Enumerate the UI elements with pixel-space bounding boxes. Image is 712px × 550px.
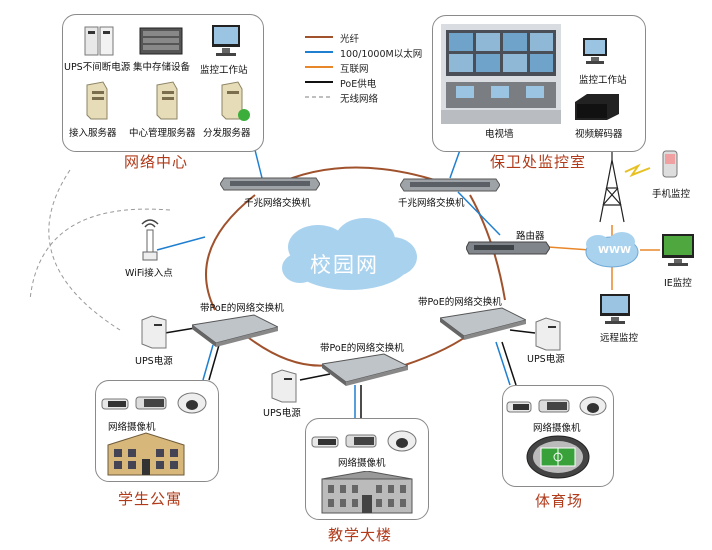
distribution-server-icon bbox=[218, 81, 252, 127]
storage-icon bbox=[139, 27, 183, 59]
stadium-title: 体育场 bbox=[535, 492, 584, 510]
legend-fiber: 光纤 bbox=[340, 34, 360, 45]
teaching-panel: 网络摄像机 bbox=[305, 418, 429, 520]
teaching-cameras-icon bbox=[310, 427, 422, 459]
dorm-camera-label: 网络摄像机 bbox=[108, 422, 156, 433]
www-cloud bbox=[585, 232, 639, 268]
poe-ups-bottom bbox=[299, 373, 331, 381]
poe-switch-bottom-label: 带PoE的网络交换机 bbox=[320, 343, 404, 354]
legend-poe: PoE供电 bbox=[340, 79, 377, 90]
security-workstation-label: 监控工作站 bbox=[579, 75, 627, 86]
video-wall-label: 电视墙 bbox=[485, 129, 514, 140]
teaching-camera-label: 网络摄像机 bbox=[338, 458, 386, 469]
eth-netcenter bbox=[254, 149, 263, 179]
ups-bottom-icon bbox=[270, 368, 298, 408]
gigabit-switch-right-icon bbox=[399, 177, 501, 197]
ups-right-label: UPS电源 bbox=[527, 354, 565, 365]
ups-left-label: UPS电源 bbox=[135, 356, 173, 367]
fiber-bottom-left bbox=[244, 334, 331, 367]
poe-switch-left-icon bbox=[190, 313, 280, 351]
signal-bolt bbox=[624, 163, 651, 178]
poe-ups-right bbox=[509, 329, 536, 334]
dorm-panel: 网络摄像机 bbox=[95, 380, 219, 482]
poe-dorm bbox=[208, 344, 220, 381]
distribution-server-label: 分发服务器 bbox=[203, 128, 251, 139]
router-icon bbox=[465, 240, 551, 260]
mobile-phone-icon bbox=[662, 150, 678, 182]
wireless-arc-inner bbox=[29, 208, 171, 301]
ups-icon bbox=[83, 25, 114, 56]
eth-stadium bbox=[495, 341, 511, 386]
router-label: 路由器 bbox=[516, 231, 545, 242]
poe-switch-right-label: 带PoE的网络交换机 bbox=[418, 297, 502, 308]
dorm-building-icon bbox=[106, 431, 186, 481]
dorm-cameras-icon bbox=[100, 389, 212, 421]
gigabit-switch-left-icon bbox=[219, 176, 321, 196]
security-workstation-icon bbox=[581, 36, 609, 70]
campus-network-title: 校园网 bbox=[310, 253, 379, 277]
teaching-title: 教学大楼 bbox=[328, 526, 393, 544]
security-room-title: 保卫处监控室 bbox=[490, 153, 587, 171]
inet-router-www bbox=[547, 246, 591, 251]
stadium-field-icon bbox=[525, 434, 591, 484]
poe-switch-right-icon bbox=[438, 306, 528, 344]
ie-monitor-label: IE监控 bbox=[664, 278, 692, 289]
video-decoder-label: 视频解码器 bbox=[575, 129, 623, 140]
gigabit-switch-right-label: 千兆网络交换机 bbox=[398, 198, 465, 209]
ups-left-icon bbox=[140, 314, 168, 354]
ups-label: UPS不间断电源 bbox=[64, 62, 131, 73]
video-wall-icon bbox=[441, 24, 561, 128]
network-center-title: 网络中心 bbox=[124, 153, 189, 171]
stadium-camera-label: 网络摄像机 bbox=[533, 423, 581, 434]
www-label: WWW bbox=[598, 245, 632, 256]
teaching-building-icon bbox=[320, 470, 414, 519]
ups-bottom-label: UPS电源 bbox=[263, 408, 301, 419]
eth-dorm bbox=[202, 344, 214, 381]
eth-router bbox=[457, 191, 501, 236]
management-server-icon bbox=[153, 81, 181, 125]
access-server-icon bbox=[83, 81, 111, 125]
legend-ethernet: 100/1000M以太网 bbox=[340, 49, 423, 60]
legend-internet: 互联网 bbox=[340, 64, 369, 75]
campus-cloud bbox=[282, 218, 417, 290]
poe-stadium bbox=[501, 341, 517, 386]
management-server-label: 中心管理服务器 bbox=[129, 128, 196, 139]
stadium-panel: 网络摄像机 bbox=[502, 385, 614, 487]
gigabit-switch-left-label: 千兆网络交换机 bbox=[244, 198, 311, 209]
legend-wireless: 无线网络 bbox=[340, 94, 379, 105]
eth-security bbox=[449, 149, 461, 179]
dorm-title: 学生公寓 bbox=[118, 490, 183, 508]
poe-switch-left-label: 带PoE的网络交换机 bbox=[200, 303, 284, 314]
wireless-arc-outer bbox=[48, 169, 121, 331]
poe-switch-bottom-icon bbox=[320, 352, 410, 390]
poe-ups-left bbox=[164, 327, 196, 334]
monitor-workstation-label: 监控工作站 bbox=[200, 65, 248, 76]
ups-right-icon bbox=[534, 316, 562, 356]
phone-monitor-label: 手机监控 bbox=[652, 189, 691, 200]
network-center-panel: UPS不间断电源 集中存储设备 监控工作站 接入服务器 中心管理服务器 分发服务… bbox=[62, 14, 264, 152]
eth-wifi bbox=[156, 236, 206, 251]
storage-label: 集中存储设备 bbox=[133, 62, 191, 73]
video-decoder-icon bbox=[573, 92, 621, 126]
wifi-ap-icon bbox=[138, 216, 162, 266]
fiber-left bbox=[205, 194, 256, 311]
stadium-cameras-icon bbox=[505, 394, 611, 424]
access-server-label: 接入服务器 bbox=[69, 128, 117, 139]
security-room-panel: 监控工作站 电视墙 视频解码器 bbox=[432, 15, 646, 152]
wifi-ap-label: WiFi接入点 bbox=[125, 268, 173, 279]
monitor-workstation-icon bbox=[210, 23, 242, 61]
remote-monitor-label: 远程监控 bbox=[600, 333, 639, 344]
ie-monitor-icon bbox=[660, 232, 696, 272]
remote-monitor-icon bbox=[598, 292, 632, 330]
antenna-tower-icon bbox=[599, 150, 625, 223]
